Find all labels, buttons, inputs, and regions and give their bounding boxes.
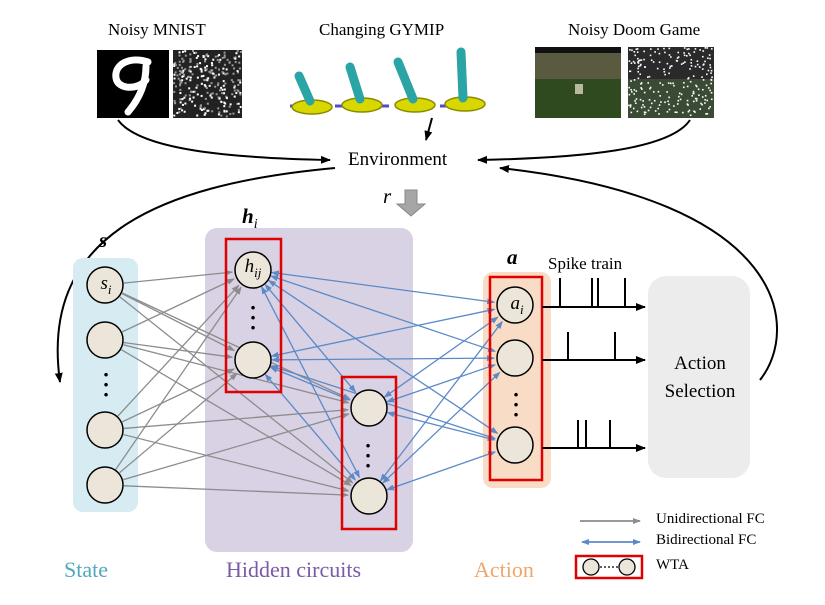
- node-label-a: ai: [510, 293, 524, 317]
- hidden-symbol: hi: [242, 204, 258, 233]
- action-selection-label: Action Selection: [664, 353, 736, 402]
- action-selection-panel: [648, 276, 750, 478]
- edge-uni-s3-h2: [121, 368, 235, 423]
- hidden1-ellipsis: ···: [249, 295, 257, 340]
- legend-wta-label: WTA: [656, 557, 689, 573]
- pendulum-1: [291, 71, 333, 115]
- doom-images: [535, 47, 714, 118]
- node-label-s: si: [100, 273, 112, 297]
- state-caption: State: [64, 557, 108, 582]
- spike-trains: [542, 278, 646, 452]
- node-hidden2-2: [350, 477, 388, 515]
- node-hidden1-1: [234, 251, 272, 289]
- node-hidden2-1: [350, 389, 388, 427]
- unidirectional-edges: [115, 269, 354, 498]
- hidden-caption: Hidden circuits: [226, 557, 362, 582]
- edge-uni-s4-h1: [115, 286, 242, 470]
- node-hidden1-2: [234, 341, 272, 379]
- edge-uni-s2-h2: [123, 341, 234, 360]
- state-panel: [73, 258, 138, 512]
- node-state-1: [86, 266, 124, 304]
- gymip-to-env-arrow: [424, 117, 433, 141]
- gymip-title: Changing GYMIP: [319, 20, 445, 39]
- hidden2-ellipsis: ···: [364, 433, 372, 478]
- pendulum-4: [444, 47, 486, 112]
- state-ellipsis: ···: [102, 362, 110, 407]
- edge-bi-h4-a3: [385, 451, 497, 491]
- legend-wta-box: [574, 554, 644, 580]
- environment-label: Environment: [348, 149, 448, 170]
- node-action-1: [496, 286, 534, 324]
- edge-uni-s3-h4: [123, 433, 350, 493]
- doom-title: Noisy Doom Game: [568, 20, 701, 39]
- mnist-noise-dots: [173, 50, 242, 118]
- pendulum-2: [341, 62, 383, 113]
- gymip-pendulums: [290, 47, 486, 115]
- node-action-3: [496, 426, 534, 464]
- node-state-4: [86, 466, 124, 504]
- wta-box-hidden-1: [224, 237, 283, 394]
- edge-uni-s3-h1: [117, 284, 240, 417]
- action-to-env-arrow: [499, 165, 779, 381]
- edge-uni-s2-h1: [121, 278, 235, 333]
- wta-box-action: [488, 275, 544, 482]
- mnist-title: Noisy MNIST: [108, 20, 206, 39]
- env-to-state-arrow: [54, 167, 336, 383]
- reward-label: r: [383, 184, 392, 208]
- node-action-2: [496, 339, 534, 377]
- mnist-images: [97, 50, 242, 118]
- action-ellipsis: ···: [512, 382, 520, 427]
- action-caption: Action: [474, 557, 534, 582]
- state-symbol: s: [99, 228, 108, 252]
- wta-box-hidden-2: [340, 375, 398, 531]
- reward-arrow: [395, 189, 427, 217]
- legend-bi-label: Bidirectional FC: [656, 532, 757, 548]
- doom-to-env-arrow: [477, 119, 691, 164]
- mnist-to-env-arrow: [117, 119, 331, 164]
- node-state-2: [86, 321, 124, 359]
- legend-uni-label: Unidirectional FC: [656, 511, 765, 527]
- node-state-3: [86, 411, 124, 449]
- edge-uni-s1-h2: [121, 293, 236, 352]
- legend: [574, 518, 644, 580]
- doom-noise-dots: [628, 47, 713, 117]
- pendulum-3: [393, 57, 436, 113]
- neuron-nodes: [86, 251, 534, 515]
- edge-uni-s1-h1: [123, 269, 234, 284]
- spike-train-label: Spike train: [548, 254, 623, 273]
- node-label-h: hij: [244, 256, 262, 280]
- edge-uni-s4-h2: [119, 372, 238, 474]
- edge-uni-s4-h4: [123, 485, 350, 498]
- action-symbol: a: [507, 245, 518, 269]
